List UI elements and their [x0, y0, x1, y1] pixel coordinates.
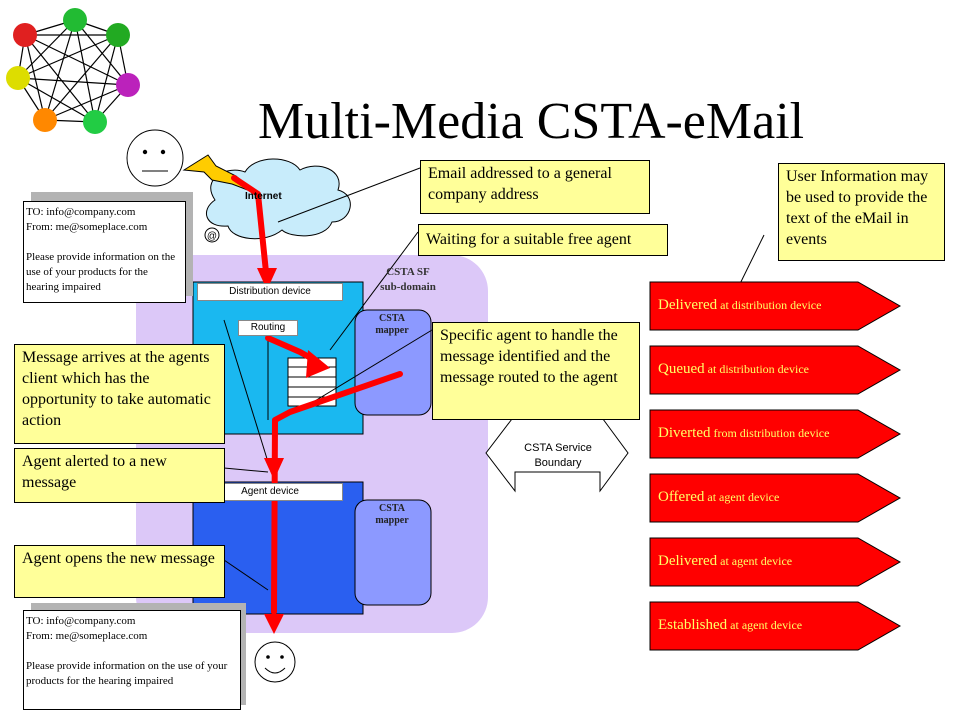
email-top-from: From: me@someplace.com	[26, 221, 148, 233]
event-arrow-2	[649, 409, 902, 459]
csta-mapper-bottom	[354, 499, 432, 606]
email-bottom-from: From: me@someplace.com	[26, 630, 148, 642]
agent-face-icon	[254, 641, 296, 683]
event-label-5: Established at agent device	[658, 616, 802, 634]
event-name: Delivered	[658, 553, 718, 569]
event-label-4: Delivered at agent device	[658, 552, 792, 570]
event-location: at agent device	[727, 618, 803, 632]
email-bottom-to: TO: info@company.com	[26, 615, 136, 627]
svg-text:@: @	[207, 231, 217, 242]
page-title: Multi-Media CSTA-eMail	[258, 93, 805, 150]
email-bottom-body: Please provide information on the use of…	[26, 660, 228, 687]
callout-waiting: Waiting for a suitable free agent	[418, 224, 668, 256]
event-location: at distribution device	[704, 362, 809, 376]
callout-agent-opens: Agent opens the new message	[14, 545, 225, 598]
event-name: Offered	[658, 489, 705, 505]
subdomain-label: CSTA SF sub-domain	[380, 266, 436, 293]
event-label-2: Diverted from distribution device	[658, 424, 829, 442]
event-name: Queued	[658, 361, 705, 377]
event-label-3: Offered at agent device	[658, 488, 779, 506]
event-location: at agent device	[704, 490, 780, 504]
flow-arrowheads	[257, 268, 330, 634]
callout-message-arrives: Message arrives at the agents client whi…	[14, 344, 225, 444]
callout-email-addressed: Email addressed to a general company add…	[420, 160, 650, 214]
agent-device-label: Agent device	[197, 483, 343, 501]
distribution-device-label: Distribution device	[197, 283, 343, 301]
event-label-1: Queued at distribution device	[658, 360, 809, 378]
callout-specific-agent: Specific agent to handle the message ide…	[432, 322, 640, 420]
event-name: Delivered	[658, 297, 718, 313]
event-arrow-3	[649, 473, 902, 523]
event-location: at distribution device	[717, 298, 822, 312]
boundary-label: CSTA Service Boundary	[524, 442, 592, 469]
email-top-body: Please provide information on the use of…	[26, 251, 176, 293]
sender-face-icon	[126, 129, 184, 187]
internet-label: Internet	[245, 191, 282, 202]
event-arrow-4	[649, 537, 902, 587]
event-location: at agent device	[717, 554, 793, 568]
network-logo	[6, 8, 140, 134]
email-top: TO: info@company.com From: me@someplace.…	[23, 201, 186, 303]
event-location: from distribution device	[710, 426, 830, 440]
event-name: Established	[658, 617, 728, 633]
event-arrow-1	[649, 345, 902, 395]
callout-agent-alerted: Agent alerted to a new message	[14, 448, 225, 503]
email-bottom: TO: info@company.com From: me@someplace.…	[23, 610, 241, 710]
event-arrow-0	[649, 281, 902, 331]
event-name: Diverted	[658, 425, 711, 441]
email-top-to: TO: info@company.com	[26, 206, 136, 218]
event-arrow-5	[649, 601, 902, 651]
routing-label: Routing	[238, 320, 298, 336]
callout-user-info: User Information may be used to provide …	[778, 163, 945, 261]
csta-mapper-top-label: CSTA mapper	[375, 313, 409, 336]
csta-mapper-top	[354, 309, 432, 416]
csta-mapper-bottom-label: CSTA mapper	[375, 503, 409, 526]
event-label-0: Delivered at distribution device	[658, 296, 821, 314]
internet-cloud	[205, 158, 351, 240]
at-sign-icon: @	[204, 227, 220, 243]
